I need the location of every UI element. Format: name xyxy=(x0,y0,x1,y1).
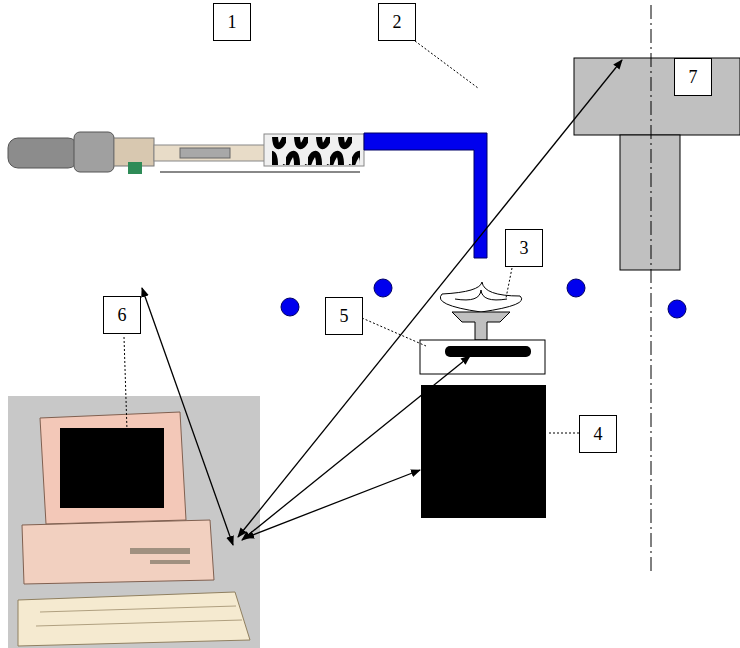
sensor-bar xyxy=(445,346,531,357)
scale-plate xyxy=(420,340,545,374)
callout-box: 4 xyxy=(579,415,617,453)
cup xyxy=(440,282,521,340)
screw-pump xyxy=(8,132,364,174)
drive-block xyxy=(421,385,546,518)
machine-head xyxy=(574,5,740,575)
callout-number: 7 xyxy=(689,67,698,88)
callout-number: 6 xyxy=(118,305,127,326)
callout-box: 2 xyxy=(378,3,416,41)
callout-box: 7 xyxy=(674,58,712,96)
callout-number: 3 xyxy=(520,238,529,259)
computer xyxy=(8,396,260,648)
callout-number: 1 xyxy=(228,12,237,33)
callout-box: 3 xyxy=(505,229,543,267)
callout-box: 5 xyxy=(325,297,363,335)
callout-number: 5 xyxy=(340,306,349,327)
feed-pipe xyxy=(364,133,487,258)
callout-number: 4 xyxy=(594,424,603,445)
callout-number: 2 xyxy=(393,12,402,33)
signal-arrows xyxy=(142,60,622,545)
leader-lines xyxy=(124,41,579,462)
callout-box: 6 xyxy=(103,296,141,334)
callout-box: 1 xyxy=(213,3,251,41)
